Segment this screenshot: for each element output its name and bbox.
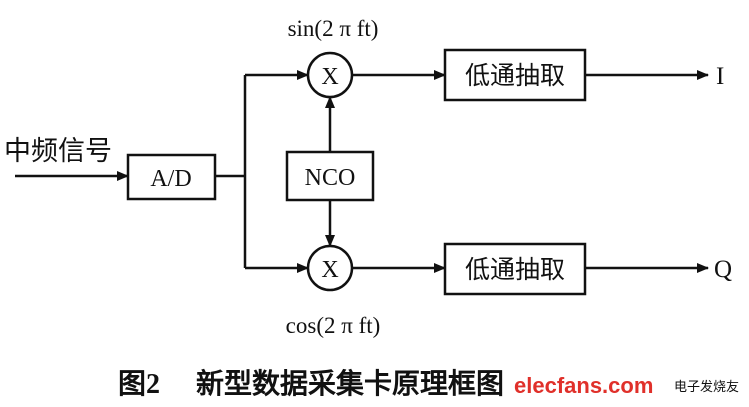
lowpass-top-box (443, 48, 587, 102)
bottom-mixer-symbol: X (321, 257, 338, 283)
caption-title: 新型数据采集卡原理框图 (196, 368, 504, 400)
nco-box (285, 150, 375, 202)
input-label: 中频信号 (4, 136, 112, 166)
watermark-brand: elecfans.com (514, 373, 653, 398)
lowpass-bottom-box (443, 242, 587, 296)
nco-label: NCO (305, 165, 356, 191)
cos-label: cos(2 π ft) (286, 313, 381, 338)
caption-figure-number: 图2 (118, 369, 160, 400)
lowpass-top-label: 低通抽取 (465, 62, 565, 90)
adc-label: A/D (150, 166, 191, 192)
output-q-label: Q (714, 256, 732, 283)
sin-label: sin(2 π ft) (288, 16, 379, 41)
lowpass-bottom-label: 低通抽取 (465, 256, 565, 284)
watermark-brand-cn: 电子发烧友 (674, 379, 739, 394)
output-i-label: I (716, 63, 724, 90)
top-mixer-symbol: X (321, 64, 338, 90)
